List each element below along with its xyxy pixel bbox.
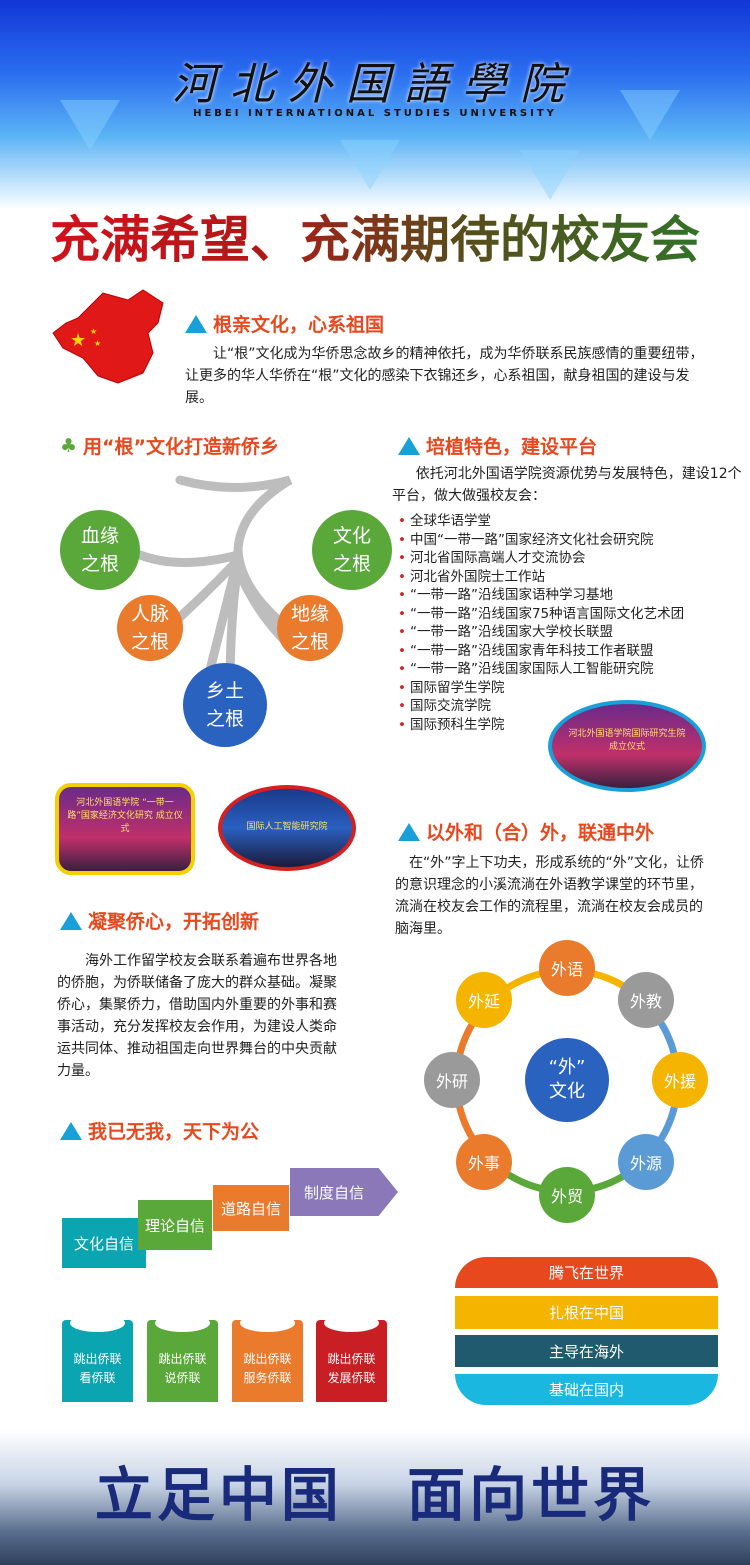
footer-slogan: 立足中国 面向世界 <box>94 1461 656 1529</box>
section-heading-connect: 以外和（合）外，联通中外 <box>398 818 654 845</box>
list-item: 全球华语学堂 <box>398 512 748 531</box>
photo-graduate-school-ceremony: 河北外国语学院国际研究生院 成立仪式 <box>548 700 706 792</box>
list-item: 河北省外国院士工作站 <box>398 568 748 587</box>
photo-ai-institute: 国际人工智能研究院 <box>218 785 356 871</box>
root-tree-graphic <box>135 475 300 690</box>
svg-text:★: ★ <box>94 339 101 348</box>
band-overseas: 主导在海外 <box>455 1335 718 1367</box>
platform-list: 全球华语学堂 中国“一带一路”国家经济文化社会研究院 河北省国际高端人才交流协会… <box>398 512 748 734</box>
list-item: 国际留学生学院 <box>398 679 748 698</box>
heading-text: 培植特色，建设平台 <box>426 436 598 458</box>
section1-body: 让“根”文化成为华侨思念故乡的精神依托，成为华侨联系民族感情的重要纽带，让更多的… <box>185 346 704 406</box>
confidence-culture: 文化自信 <box>62 1218 146 1268</box>
list-item: 中国“一带一路”国家经济文化社会研究院 <box>398 531 748 550</box>
node-foreign-extension: 外延 <box>456 972 512 1028</box>
card-speak-federation: 跳出侨联 说侨联 <box>147 1314 218 1402</box>
band-china: 扎根在中国 <box>455 1296 718 1329</box>
list-item: “一带一路”沿线国家语种学习基地 <box>398 586 748 605</box>
university-name-english: HEBEI INTERNATIONAL STUDIES UNIVERSITY <box>193 108 557 119</box>
card-see-federation: 跳出侨联 看侨联 <box>62 1314 133 1402</box>
wai-culture-center: “外” 文化 <box>525 1038 609 1122</box>
card-serve-federation: 跳出侨联 服务侨联 <box>232 1314 303 1402</box>
node-foreign-trade: 外贸 <box>539 1167 595 1223</box>
root-culture: 文化 之根 <box>312 510 392 590</box>
mountain-icon <box>185 314 207 333</box>
mountain-footer <box>0 1430 750 1565</box>
section-heading-unite: 凝聚侨心，开拓创新 <box>60 907 259 934</box>
mountain-icon <box>398 436 420 455</box>
heading-text: 凝聚侨心，开拓创新 <box>88 911 260 933</box>
band-world: 腾飞在世界 <box>455 1257 718 1288</box>
heading-text: 我已无我，天下为公 <box>88 1121 260 1143</box>
list-item: 国际交流学院 <box>398 697 748 716</box>
card-develop-federation: 跳出侨联 发展侨联 <box>316 1314 387 1402</box>
china-map-icon: ★ ★ ★ <box>52 289 164 384</box>
node-foreign-source: 外源 <box>618 1134 674 1190</box>
section5-body: 海外工作留学校友会联系着遍布世界各地的侨胞，为侨联储备了庞大的群众基础。凝聚侨心… <box>57 953 337 1079</box>
section-heading-roots-culture: 根亲文化，心系祖国 <box>185 310 384 337</box>
list-item: “一带一路”沿线国家75种语言国际文化艺术团 <box>398 605 748 624</box>
header-banner <box>0 0 750 210</box>
node-foreign-affairs: 外事 <box>456 1134 512 1190</box>
list-item: “一带一路”沿线国家大学校长联盟 <box>398 623 748 642</box>
root-locality: 地缘 之根 <box>277 595 343 661</box>
node-foreign-research: 外研 <box>424 1052 480 1108</box>
node-foreign-teachers: 外教 <box>618 972 674 1028</box>
list-item: “一带一路”沿线国家国际人工智能研究院 <box>398 660 748 679</box>
mountain-icon <box>398 822 420 841</box>
svg-text:★: ★ <box>90 327 97 336</box>
list-item: 河北省国际高端人才交流协会 <box>398 549 748 568</box>
root-blood: 血缘 之根 <box>60 510 140 590</box>
band-domestic: 基础在国内 <box>455 1374 718 1405</box>
mountain-icon <box>60 911 82 930</box>
heading-text: 以外和（合）外，联通中外 <box>426 822 655 844</box>
section-heading-platforms: 培植特色，建设平台 <box>398 432 597 459</box>
section4-body: 在“外”字上下功夫，形成系统的“外”文化，让侨的意识理念的小溪流淌在外语教学课堂… <box>395 855 705 937</box>
leaf-icon: ♣ <box>60 434 78 457</box>
confidence-system: 制度自信 <box>290 1168 398 1216</box>
list-item: “一带一路”沿线国家青年科技工作者联盟 <box>398 642 748 661</box>
poster-title: 充满希望、充满期待的校友会 <box>0 200 750 272</box>
section-heading-new-hometown: ♣用“根”文化打造新侨乡 <box>60 432 279 459</box>
mountain-icon <box>60 1121 82 1140</box>
confidence-path: 道路自信 <box>213 1185 289 1231</box>
confidence-theory: 理论自信 <box>138 1200 212 1250</box>
platforms-intro: 依托河北外国语学院资源优势与发展特色，建设12个平台，做大做强校友会： <box>392 466 742 504</box>
root-connections: 人脉 之根 <box>117 595 183 661</box>
svg-text:★: ★ <box>70 330 86 351</box>
photo-belt-road-ceremony: 河北外国语学院 “一带一路”国家经济文化研究 成立仪式 <box>55 783 195 875</box>
university-logo: 河北外国語學院 <box>172 59 578 110</box>
heading-text: 根亲文化，心系祖国 <box>213 314 385 336</box>
section-heading-selfless: 我已无我，天下为公 <box>60 1117 259 1144</box>
list-item: 国际预科生学院 <box>398 716 748 735</box>
root-homeland: 乡土 之根 <box>183 663 267 747</box>
node-foreign-language: 外语 <box>539 940 595 996</box>
node-foreign-aid: 外援 <box>652 1052 708 1108</box>
heading-text: 用“根”文化打造新侨乡 <box>83 436 280 458</box>
